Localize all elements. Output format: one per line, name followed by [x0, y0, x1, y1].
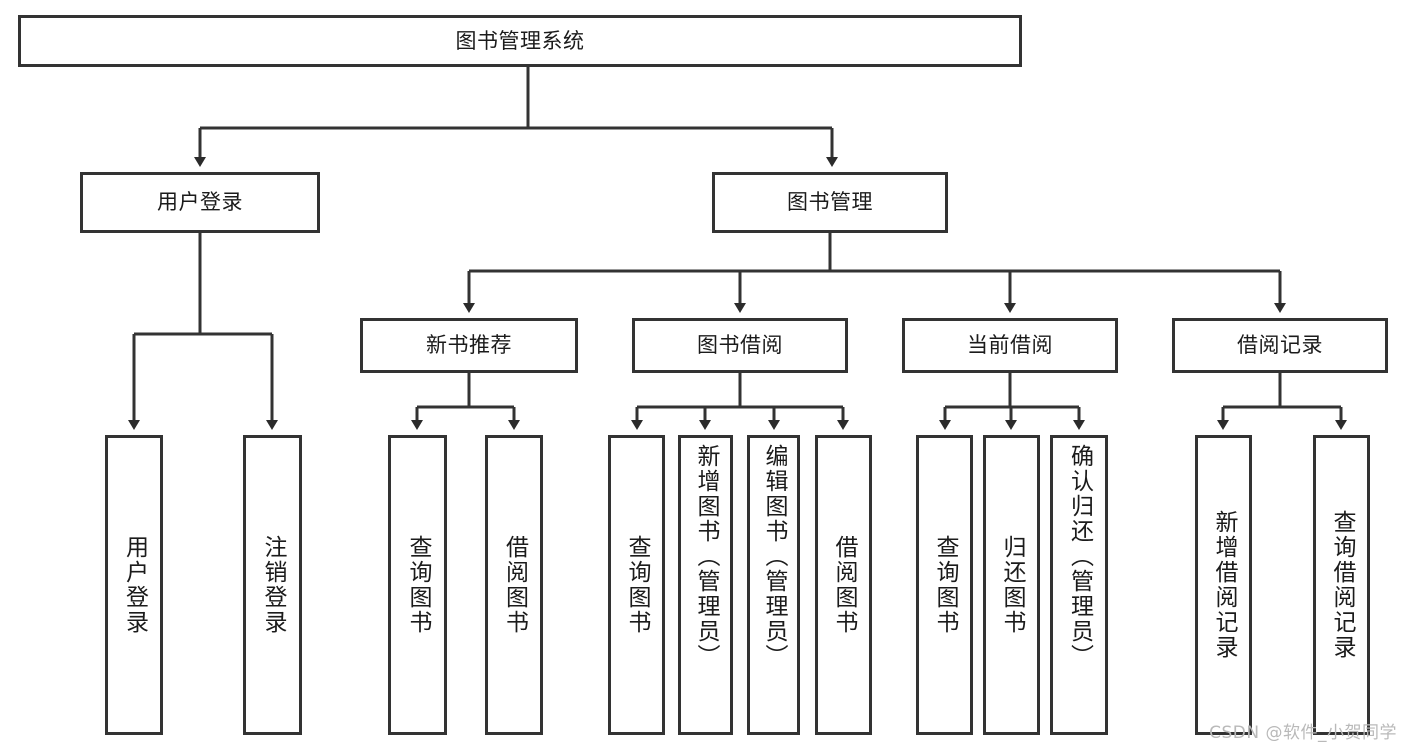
node-root-label: 图书管理系统 [455, 28, 585, 53]
node-book-management-label: 图书管理 [787, 190, 873, 215]
node-book-management[interactable]: 图书管理 [712, 172, 948, 233]
node-leaf-confirm-return-admin[interactable]: 确认归还（管理员） [1050, 435, 1108, 735]
node-leaf-label: 确认归还（管理员） [1066, 444, 1093, 669]
node-leaf-label: 用户登录 [121, 535, 148, 635]
watermark: CSDN @软件_小贺同学 [1209, 723, 1397, 743]
node-user-login-label: 用户登录 [157, 190, 243, 215]
node-leaf-label: 新增图书（管理员） [693, 444, 719, 669]
node-leaf-label: 注销登录 [260, 535, 286, 635]
node-leaf-label: 查询图书 [624, 535, 650, 635]
node-new-book-recommend-label: 新书推荐 [426, 333, 512, 358]
node-leaf-add-book-admin[interactable]: 新增图书（管理员） [678, 435, 733, 735]
node-user-login[interactable]: 用户登录 [80, 172, 320, 233]
node-book-borrow-label: 图书借阅 [697, 333, 783, 358]
node-borrow-record[interactable]: 借阅记录 [1172, 318, 1388, 373]
node-current-borrow[interactable]: 当前借阅 [902, 318, 1118, 373]
node-leaf-user-login[interactable]: 用户登录 [105, 435, 163, 735]
node-leaf-borrow-book[interactable]: 借阅图书 [815, 435, 872, 735]
node-leaf-label: 查询借阅记录 [1329, 510, 1355, 660]
node-book-borrow[interactable]: 图书借阅 [632, 318, 848, 373]
node-leaf-label: 编辑图书（管理员） [761, 444, 787, 669]
node-leaf-add-borrow-record[interactable]: 新增借阅记录 [1195, 435, 1252, 735]
node-leaf-label: 借阅图书 [501, 535, 528, 635]
node-leaf-query-book-current[interactable]: 查询图书 [916, 435, 973, 735]
node-leaf-label: 查询图书 [405, 535, 431, 635]
node-leaf-query-book-recommend[interactable]: 查询图书 [388, 435, 447, 735]
node-root-system[interactable]: 图书管理系统 [18, 15, 1022, 67]
node-borrow-record-label: 借阅记录 [1237, 333, 1323, 358]
node-leaf-return-book[interactable]: 归还图书 [983, 435, 1040, 735]
node-leaf-edit-book-admin[interactable]: 编辑图书（管理员） [747, 435, 800, 735]
node-leaf-label: 借阅图书 [831, 535, 857, 635]
node-leaf-logout[interactable]: 注销登录 [243, 435, 302, 735]
node-leaf-label: 查询图书 [932, 535, 958, 635]
node-current-borrow-label: 当前借阅 [967, 333, 1053, 358]
node-leaf-label: 新增借阅记录 [1211, 510, 1237, 660]
node-new-book-recommend[interactable]: 新书推荐 [360, 318, 578, 373]
node-leaf-borrow-book-recommend[interactable]: 借阅图书 [485, 435, 543, 735]
node-leaf-query-borrow-record[interactable]: 查询借阅记录 [1313, 435, 1370, 735]
node-leaf-label: 归还图书 [999, 535, 1025, 635]
node-leaf-query-book[interactable]: 查询图书 [608, 435, 665, 735]
